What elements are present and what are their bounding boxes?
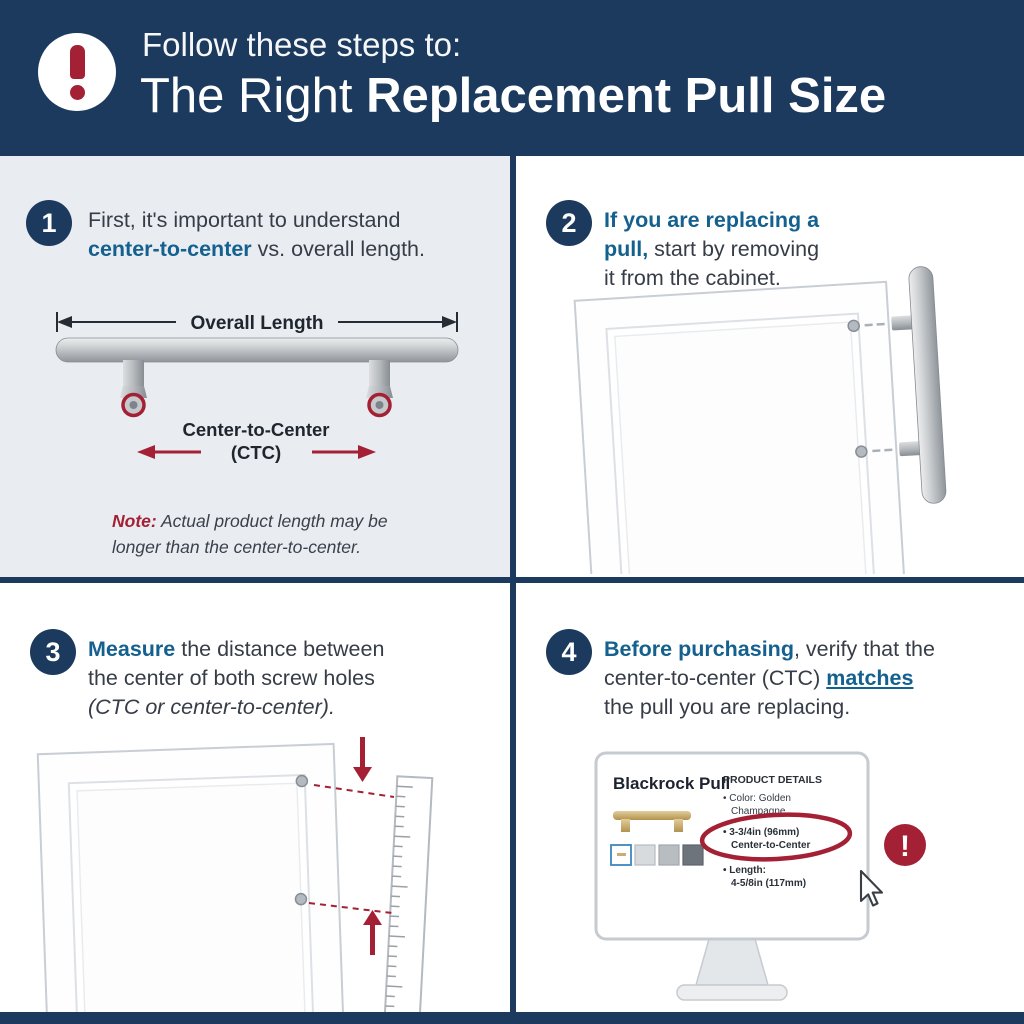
thumbnail bbox=[634, 844, 656, 866]
screw-hole-circle-left bbox=[121, 392, 146, 418]
step-4-badge: 4 bbox=[546, 629, 592, 675]
screw-hole-top bbox=[847, 319, 860, 333]
measure-arrow-up bbox=[363, 910, 382, 955]
ruler bbox=[383, 775, 434, 1012]
bullet-length-2: 4-5/8in (117mm) bbox=[731, 878, 806, 889]
step-3-panel: 3 Measure the distance between the cente… bbox=[0, 583, 510, 1012]
pull-bar bbox=[55, 337, 459, 363]
alert-circle bbox=[38, 33, 116, 111]
bottom-border-bar bbox=[0, 1012, 1024, 1024]
measure-arrow-down bbox=[353, 737, 372, 782]
product-thumbnails bbox=[610, 844, 704, 866]
step-3-text: Measure the distance between the center … bbox=[88, 637, 385, 719]
ctc-dimension-arrows bbox=[137, 445, 376, 459]
measuring-illustration bbox=[36, 737, 434, 1012]
step-2-panel: 2 If you are replacing a pull, start by … bbox=[516, 156, 1024, 577]
cursor-icon bbox=[859, 869, 884, 907]
thumbnail bbox=[682, 844, 704, 866]
bullet-ctc-1: • 3-3/4in (96mm) bbox=[723, 827, 799, 838]
exclamation-icon bbox=[69, 44, 85, 100]
step-4-panel: 4 Before purchasing, verify that the cen… bbox=[516, 583, 1024, 1012]
product-title: Blackrock Pull bbox=[613, 774, 730, 793]
ctc-abbrev-label: (CTC) bbox=[231, 442, 281, 463]
ctc-vs-overall-diagram: Overall Length Center-to-Center (CTC) bbox=[55, 312, 459, 463]
step-2-badge: 2 bbox=[546, 200, 592, 246]
screw-hole-circle-right bbox=[367, 392, 392, 418]
pull-post-right bbox=[366, 360, 393, 398]
monitor bbox=[594, 751, 870, 1001]
alert-badge: ! bbox=[884, 824, 926, 866]
thumbnail bbox=[658, 844, 680, 866]
product-page-illustration: Blackrock Pull PRODUCT DETAILS • Color: … bbox=[594, 751, 926, 1001]
pull-removal-illustration bbox=[573, 266, 947, 574]
product-pull-image bbox=[613, 811, 691, 832]
monitor-base bbox=[676, 984, 788, 1001]
pull-handle bbox=[891, 266, 947, 504]
page-title: The Right Replacement Pull Size bbox=[140, 68, 886, 124]
note-text: Note: Actual product length may be longe… bbox=[112, 511, 388, 557]
bullet-ctc-2: Center-to-Center bbox=[731, 840, 811, 851]
header-banner: Follow these steps to: The Right Replace… bbox=[0, 0, 1024, 156]
step-2-text: If you are replacing a pull, start by re… bbox=[604, 208, 820, 290]
screw-hole-top bbox=[295, 774, 309, 788]
alert-exclamation: ! bbox=[900, 830, 910, 863]
ctc-circle-annotation bbox=[699, 812, 853, 862]
bullet-color-2: Champagne bbox=[731, 806, 786, 817]
bullet-length-1: • Length: bbox=[723, 865, 766, 876]
removal-motion-dashes bbox=[864, 322, 893, 453]
monitor-screen bbox=[594, 751, 870, 941]
screw-hole-bottom bbox=[855, 445, 868, 458]
cabinet-door bbox=[36, 742, 345, 1012]
page-title-bold: Replacement Pull Size bbox=[366, 69, 887, 123]
page-title-regular: The Right bbox=[140, 69, 367, 123]
step-3-badge: 3 bbox=[30, 629, 76, 675]
bullet-color-1: • Color: Golden bbox=[723, 793, 791, 804]
step-4-text: Before purchasing, verify that the cente… bbox=[604, 637, 935, 719]
step-1-panel: 1 First, it's important to understand ce… bbox=[0, 156, 510, 577]
pull-post-left bbox=[120, 360, 147, 398]
vertical-divider bbox=[510, 156, 516, 1024]
step-1-text: First, it's important to understand cent… bbox=[88, 208, 425, 261]
details-header: PRODUCT DETAILS bbox=[723, 774, 822, 786]
monitor-stand bbox=[695, 938, 769, 986]
header-intro: Follow these steps to: bbox=[142, 26, 462, 63]
overall-length-dimension-arrow bbox=[56, 312, 458, 332]
horizontal-divider bbox=[0, 577, 1024, 583]
thumbnail-pull-mini bbox=[617, 853, 626, 856]
ctc-label: Center-to-Center bbox=[183, 419, 330, 440]
screw-hole-bottom bbox=[294, 892, 308, 906]
note-label: Note: bbox=[112, 511, 157, 531]
step-1-badge: 1 bbox=[26, 200, 72, 246]
measure-dashed-lines bbox=[308, 784, 395, 914]
overall-length-label: Overall Length bbox=[190, 313, 323, 334]
